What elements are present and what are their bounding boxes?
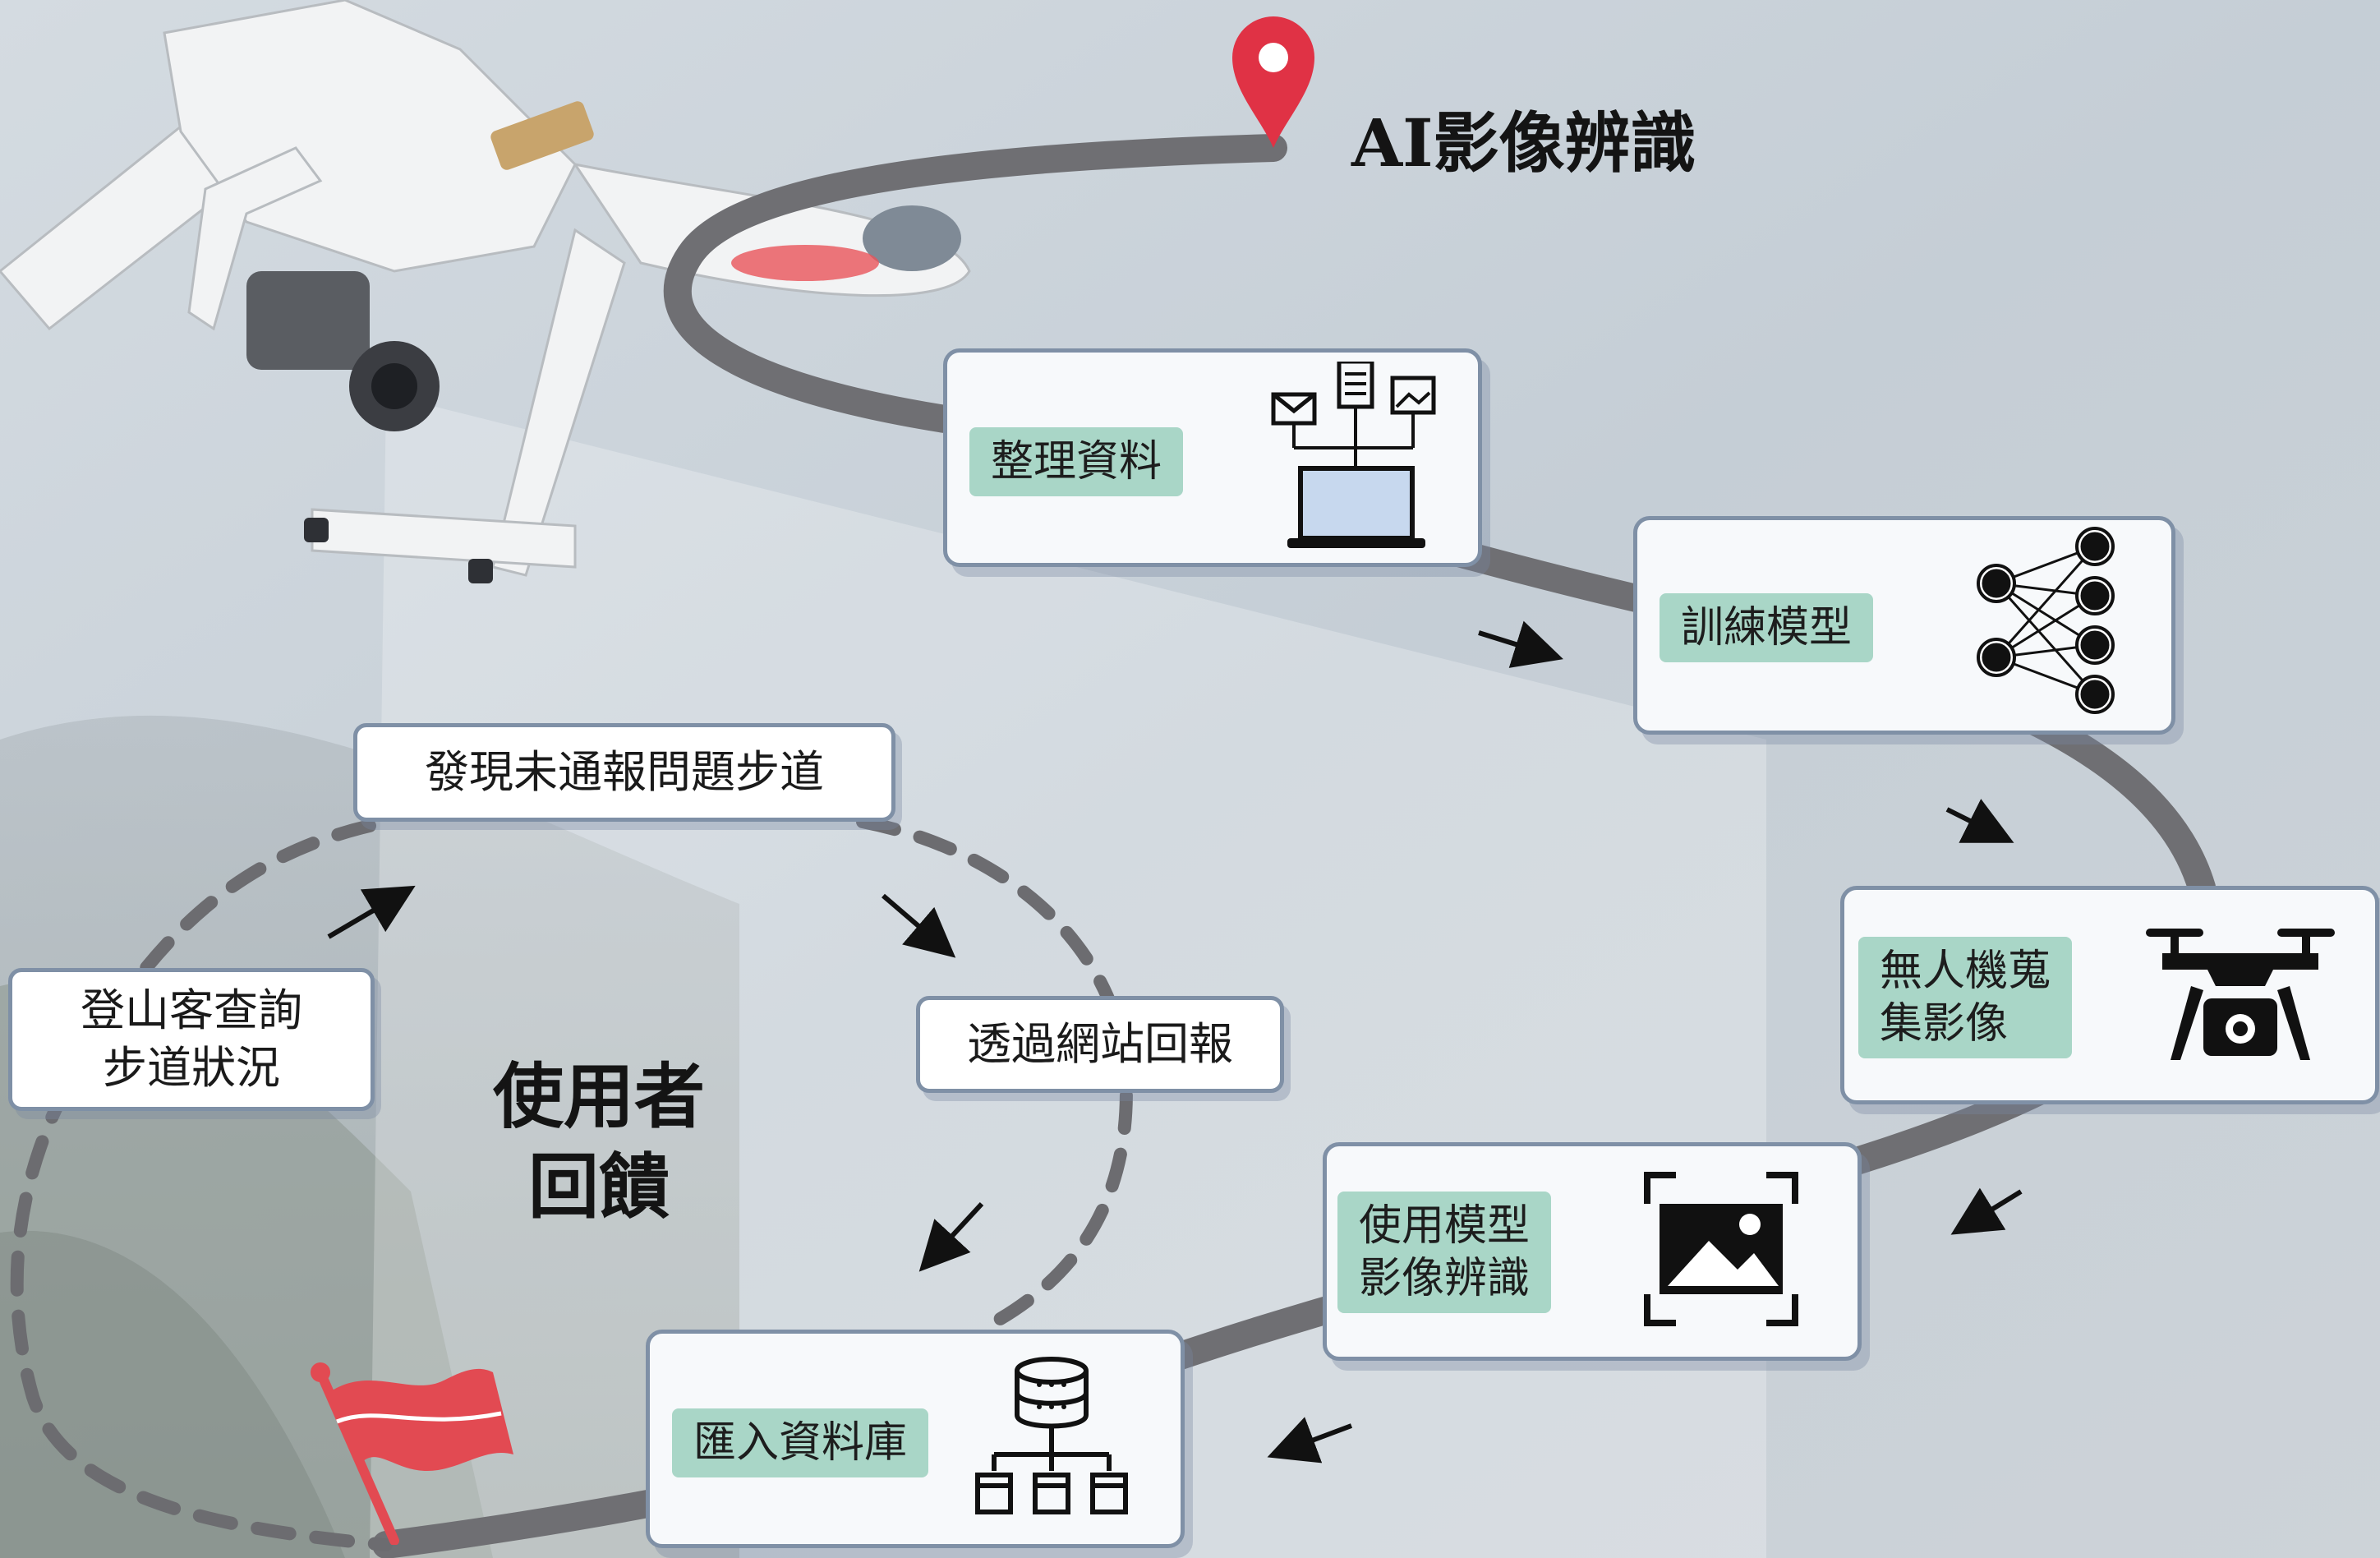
map-pin-icon [1232, 16, 1314, 149]
feedback-title: 使用者 回饋 [493, 1055, 705, 1228]
arrow-4 [1267, 1417, 1353, 1464]
image-recognition-icon [1644, 1172, 1798, 1326]
step-import-database-label: 匯入資料庫 [672, 1408, 929, 1477]
laptop-data-icon [1271, 362, 1436, 548]
feedback-hiker-query: 登山客查詢 步道狀況 [8, 968, 375, 1111]
feedback-discover-issue: 發現未通報問題步道 [353, 723, 895, 822]
arrow-5 [327, 885, 416, 939]
arrow-2 [1945, 799, 2014, 843]
arrow-6 [882, 893, 956, 958]
step-model-recognition-label: 使用模型 影像辨識 [1337, 1192, 1552, 1313]
page-title: AI影像辨識 [1351, 104, 1696, 182]
drone-icon [2146, 929, 2335, 1060]
finish-flag-icon [311, 1362, 513, 1545]
neural-network-icon [1977, 527, 2115, 714]
step-drone-capture-label: 無人機蒐 集影像 [1858, 937, 2073, 1058]
arrow-7 [918, 1201, 984, 1272]
step-train-model-label: 訓練模型 [1660, 593, 1874, 662]
drone-photo [0, 0, 971, 583]
database-icon [975, 1357, 1128, 1514]
step-organize-data-label: 整理資料 [969, 427, 1184, 496]
arrow-3 [1950, 1187, 2023, 1235]
arrow-1 [1478, 620, 1563, 668]
feedback-report-website: 透過網站回報 [916, 996, 1284, 1093]
